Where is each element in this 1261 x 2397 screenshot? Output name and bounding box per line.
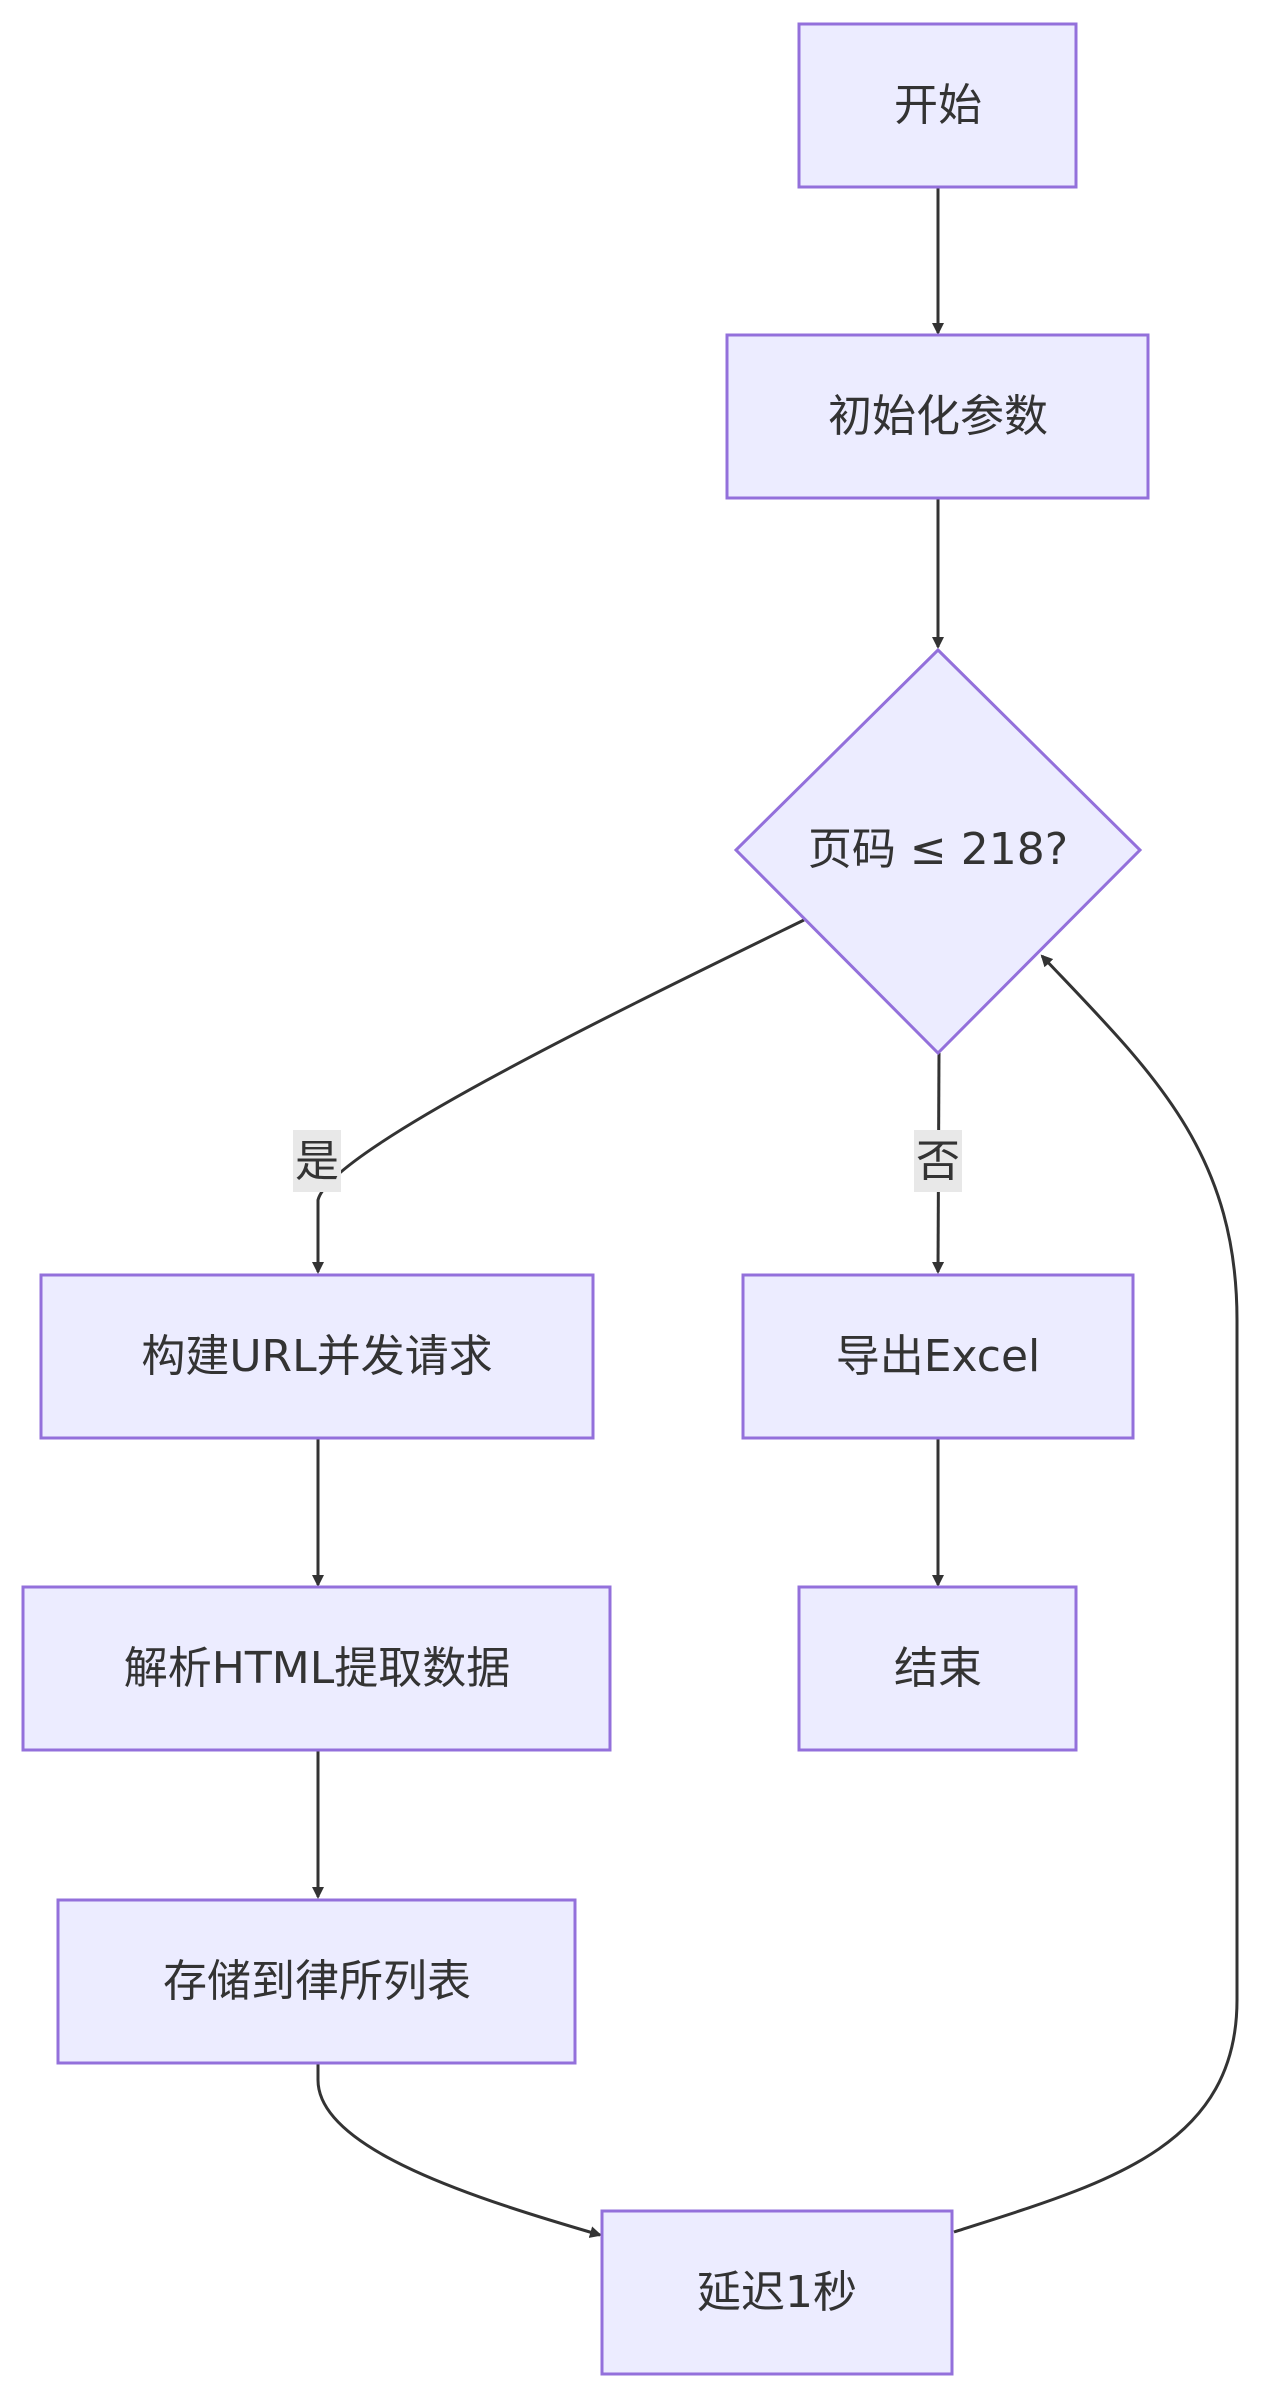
edge-decision-yes [312,918,805,1274]
edge-store-to-delay [316,2063,602,2238]
edges [312,187,1239,2238]
node-init: 初始化参数 [725,333,1150,500]
edge-label-no: 否 [914,1130,962,1192]
node-parse-label: 解析HTML提取数据 [124,1643,510,1694]
node-export-label: 导出Excel [836,1331,1041,1382]
node-parse: 解析HTML提取数据 [21,1585,612,1752]
edge-delay-loop-back [953,954,1239,2234]
node-start: 开始 [797,22,1078,189]
node-store-label: 存储到律所列表 [163,1956,471,2007]
node-request-label: 构建URL并发请求 [141,1331,492,1382]
node-decision-label: 页码 ≤ 218? [808,824,1068,875]
node-end: 结束 [797,1585,1078,1752]
node-delay: 延迟1秒 [600,2209,954,2376]
node-start-label: 开始 [894,80,982,131]
edge-label-no-text: 否 [916,1136,960,1187]
edge-label-yes-text: 是 [295,1136,339,1187]
edge-label-yes: 是 [293,1130,341,1192]
node-end-label: 结束 [894,1643,982,1694]
node-init-label: 初始化参数 [828,391,1048,442]
node-store: 存储到律所列表 [56,1898,577,2065]
node-export: 导出Excel [741,1273,1135,1440]
node-request: 构建URL并发请求 [39,1273,595,1440]
node-delay-label: 延迟1秒 [697,2267,857,2318]
node-decision: 页码 ≤ 218? [733,647,1143,1056]
